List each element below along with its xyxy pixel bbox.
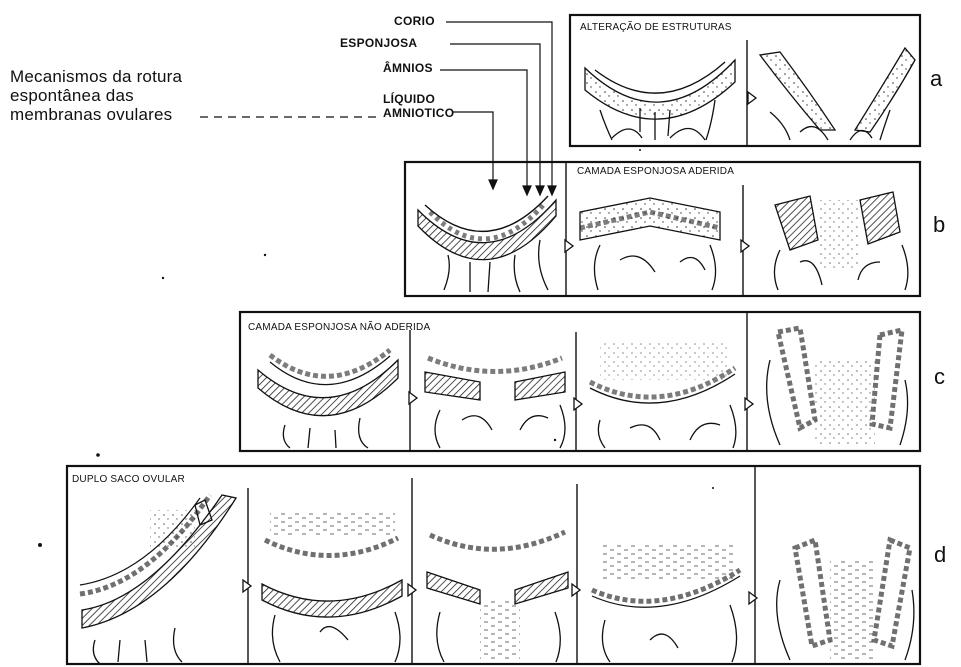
row-b-panel-3 (774, 192, 907, 290)
leader-lines (200, 22, 556, 195)
row-d-panel-3 (427, 532, 568, 662)
arrowhead-amnios (523, 186, 531, 195)
row-d-panels (67, 466, 920, 664)
row-a-panel-1 (585, 60, 735, 140)
arrowhead-corio (548, 186, 556, 195)
row-c-panel-1 (258, 350, 398, 448)
row-c-panel-3 (590, 340, 736, 448)
row-d-panel-2 (262, 512, 402, 662)
arrowhead-liquido (489, 180, 497, 189)
row-b-panels (405, 162, 920, 296)
row-a-panels (570, 15, 920, 146)
leader-corio (446, 22, 552, 192)
row-a-panel-2 (760, 48, 915, 140)
leader-amnios (440, 70, 527, 192)
arrowhead-esponjosa (536, 186, 544, 195)
row-c-panel-2 (425, 358, 565, 448)
row-d-panel-1 (80, 495, 236, 664)
leader-liquido (452, 112, 493, 185)
row-b-panel-1 (418, 196, 556, 292)
row-c-panel-4 (767, 328, 908, 445)
row-d-panel-5 (777, 540, 914, 660)
row-b-panel-2 (580, 198, 720, 290)
row-d-panel-4 (592, 545, 740, 662)
row-c-panels (240, 312, 920, 451)
